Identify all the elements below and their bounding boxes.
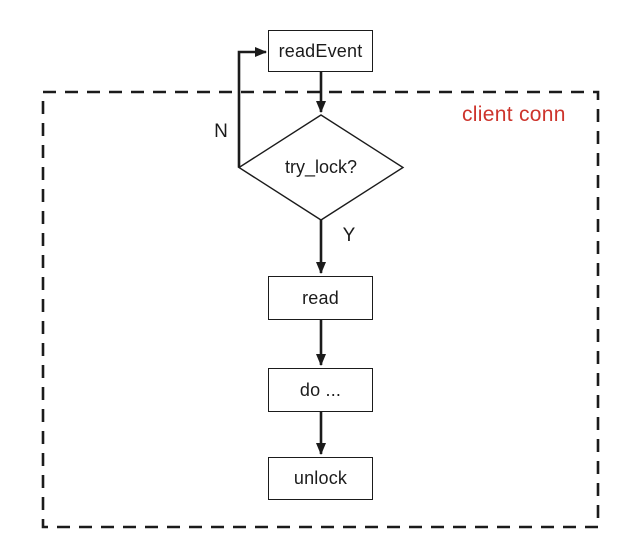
node-unlock-label: unlock — [293, 468, 348, 488]
node-do-work-label: do ... — [299, 379, 342, 400]
node-read-label: read — [302, 287, 339, 308]
edge-trylock-to-readevent — [237, 47, 267, 168]
branch-label-yes: Y — [342, 225, 356, 246]
node-unlock: unlock — [268, 457, 373, 500]
branch-label-no: N — [214, 121, 228, 142]
client-conn-label: client conn — [462, 103, 566, 126]
client-conn-boundary — [41, 90, 600, 529]
node-read-event-label: readEvent — [278, 40, 363, 61]
node-do-work: do ... — [268, 368, 373, 412]
decision-try-lock-label: try_lock? — [284, 157, 358, 177]
node-read: read — [268, 276, 373, 320]
node-read-event: readEvent — [268, 30, 373, 72]
